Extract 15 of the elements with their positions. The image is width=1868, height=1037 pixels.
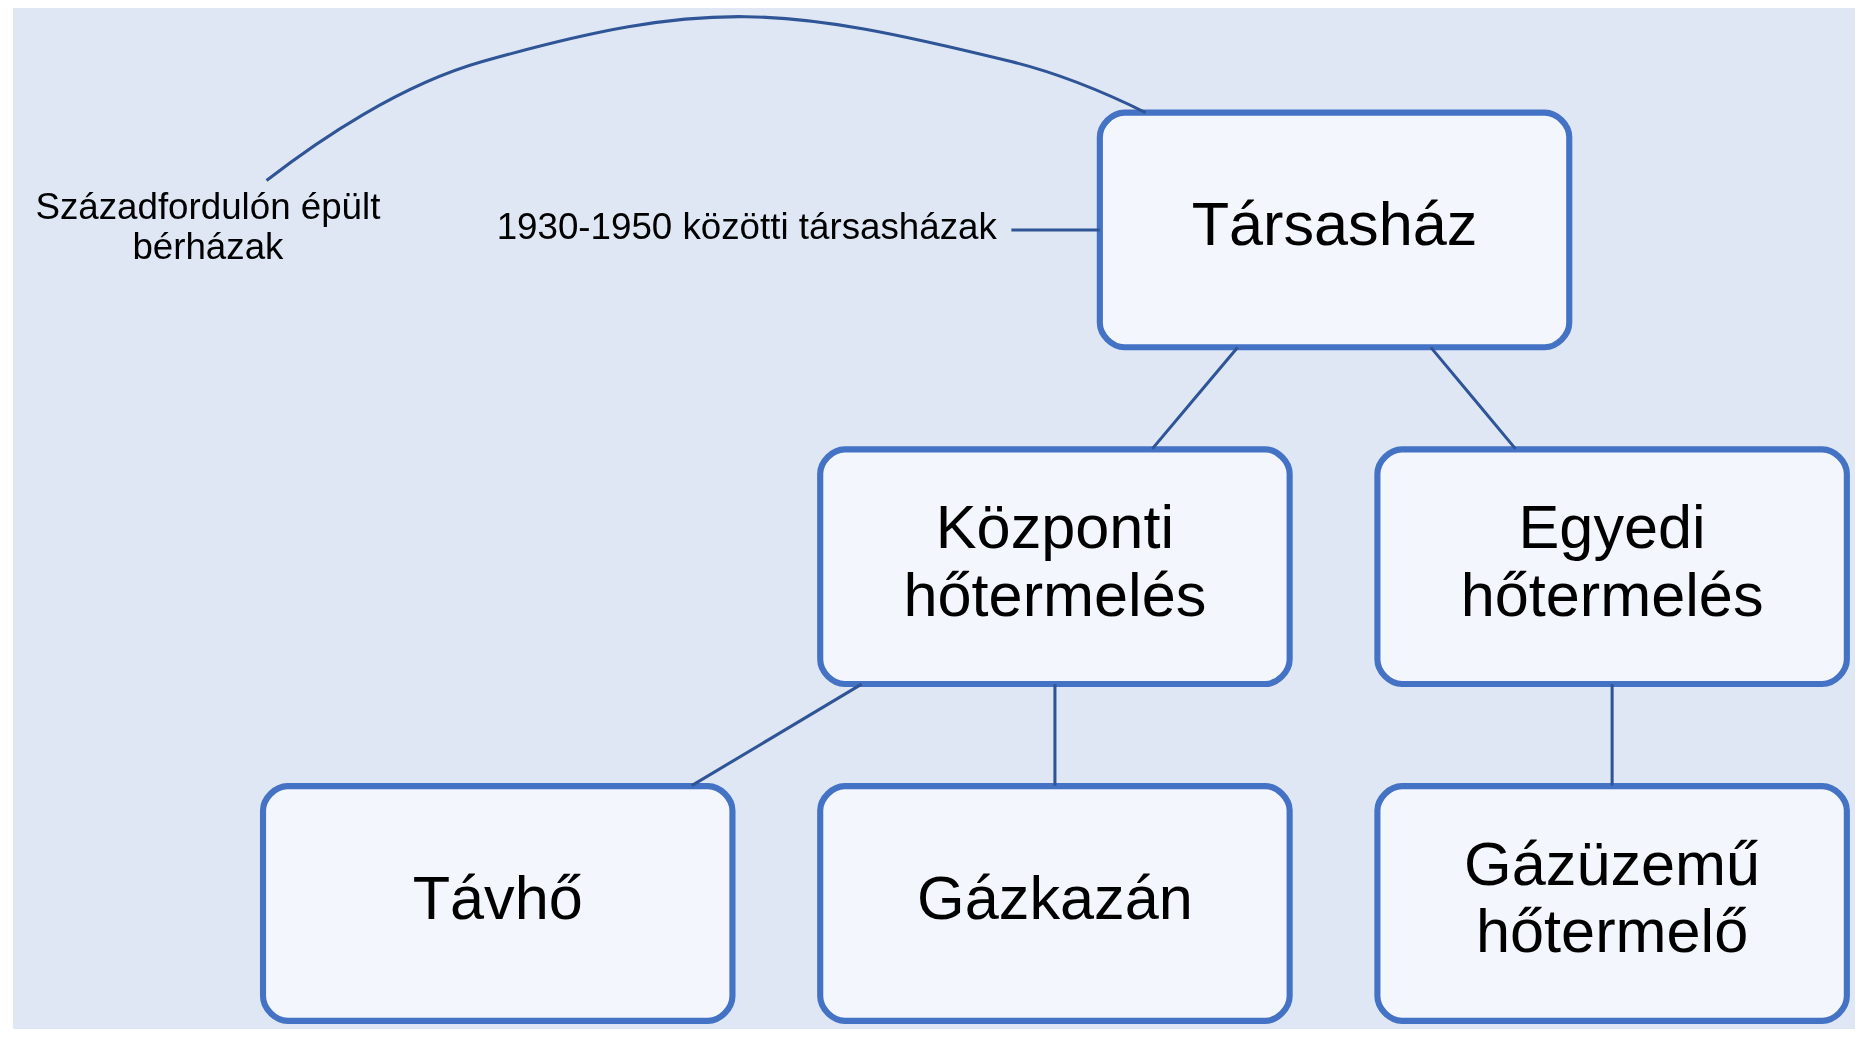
- connector: [1011, 228, 1100, 232]
- node-box: Egyedi hőtermelés: [1374, 446, 1850, 688]
- connector: [1053, 684, 1057, 786]
- connector: [1151, 346, 1239, 450]
- connector: [1429, 346, 1517, 450]
- node-box: Távhő: [259, 783, 736, 1024]
- node-box: Gázüzemű hőtermelő: [1374, 783, 1850, 1024]
- connector: [690, 682, 863, 787]
- connector: [1610, 684, 1614, 786]
- node-box: Gázkazán: [817, 783, 1293, 1024]
- node-text: 1930-1950 közötti társasházak: [496, 205, 997, 247]
- node-box: Központi hőtermelés: [817, 446, 1293, 688]
- node-box: Társasház: [1096, 109, 1573, 351]
- connector: [265, 15, 1147, 182]
- node-text: Századfordulón épült bérházak: [35, 185, 381, 268]
